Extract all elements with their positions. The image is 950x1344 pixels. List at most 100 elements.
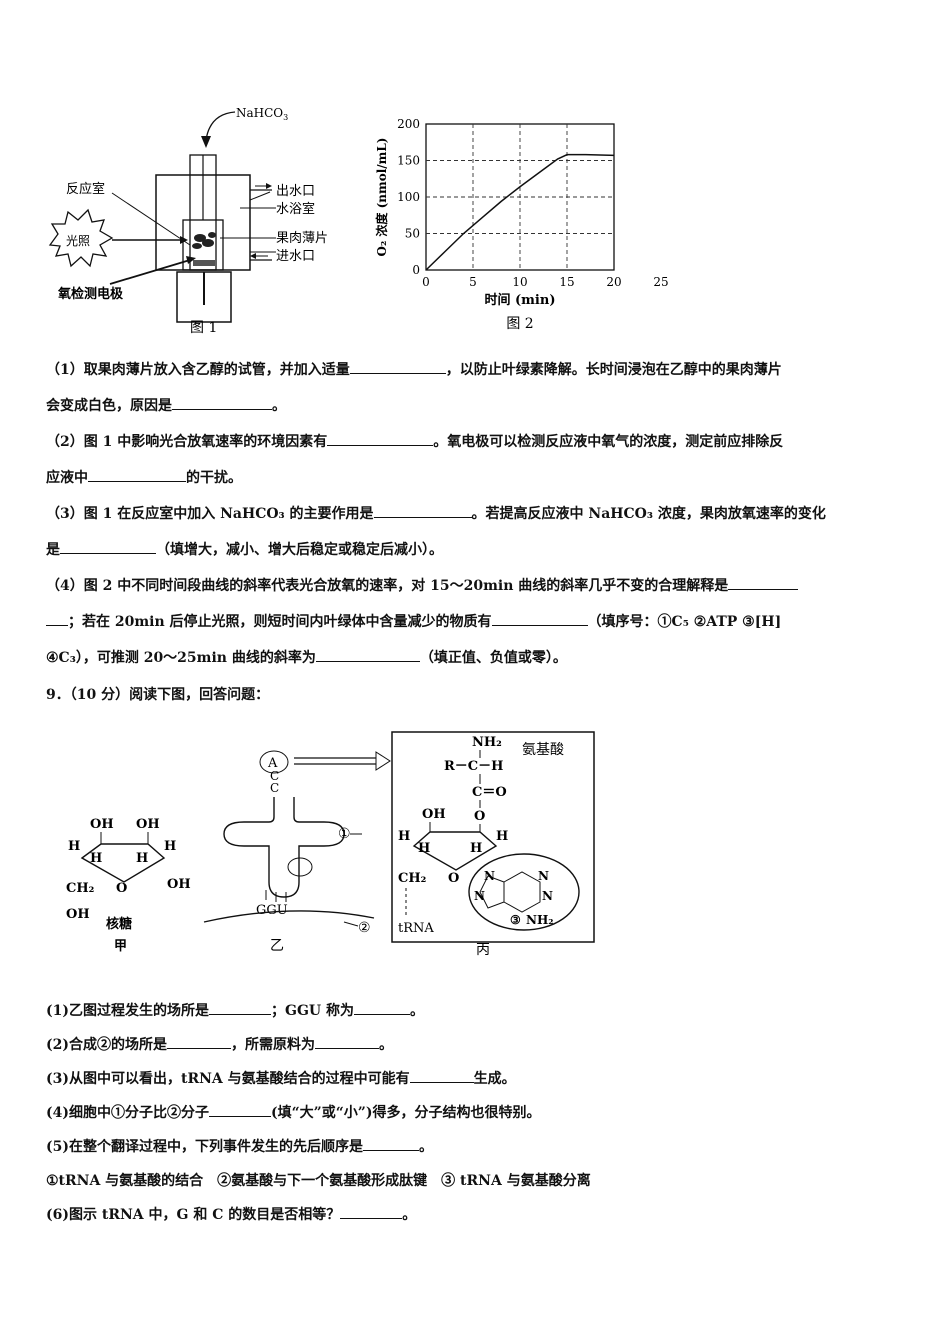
q8-p1-text-a: （1）取果肉薄片放入含乙醇的试管，并加入适量 bbox=[46, 362, 350, 378]
acc-c1: C bbox=[270, 769, 279, 783]
q9-l2-a: (2)合成②的场所是 bbox=[46, 1037, 167, 1053]
adenine-circle bbox=[468, 853, 580, 931]
light-burst-icon bbox=[48, 208, 114, 268]
svg-text:OH: OH bbox=[167, 877, 191, 892]
x-tick-label: 5 bbox=[469, 275, 477, 289]
q9-l7-a: (6)图示 tRNA 中，G 和 C 的数目是否相等？ bbox=[46, 1207, 341, 1223]
o2-series-line bbox=[425, 153, 615, 271]
figure-1: NaHCO3 bbox=[40, 100, 370, 340]
blank[interactable] bbox=[373, 503, 472, 518]
blank[interactable] bbox=[491, 611, 588, 626]
blank[interactable] bbox=[209, 1102, 271, 1117]
svg-text:O: O bbox=[474, 809, 485, 824]
amino-acid-label: 氨基酸 bbox=[522, 741, 564, 758]
svg-text:OH: OH bbox=[136, 817, 160, 832]
q9-l2: (2)合成②的场所是 ，所需原料为 。 bbox=[46, 1028, 906, 1062]
svg-text:H: H bbox=[90, 851, 102, 866]
q9-l4: (4)细胞中①分子比②分子(填“大”或“小”)得多，分子结构也很特别。 bbox=[46, 1096, 906, 1130]
x-axis-label: 时间 (min) bbox=[485, 292, 556, 308]
svg-text:CH₂: CH₂ bbox=[66, 881, 94, 896]
q8-p1-text-b: ，以防止叶绿素降解。长时间浸泡在乙醇中的果肉薄片 bbox=[445, 362, 782, 378]
jia-label: 甲 bbox=[114, 939, 127, 954]
ribose-structure: OH OH H H H H O CH₂ OH OH 核糖 甲 bbox=[66, 817, 191, 954]
svg-text:N: N bbox=[484, 869, 495, 883]
q9-l2-b: ，所需原料为 bbox=[231, 1037, 315, 1053]
q8-p2-text-d: 的干扰。 bbox=[186, 470, 242, 486]
inlet-label: 进水口 bbox=[276, 249, 315, 264]
blank[interactable] bbox=[88, 467, 186, 482]
blank[interactable] bbox=[315, 1034, 379, 1049]
figure-trna: OH OH H H H H O CH₂ OH OH 核糖 甲 A C C bbox=[44, 722, 604, 962]
blank[interactable] bbox=[349, 359, 446, 374]
svg-text:NH₂: NH₂ bbox=[526, 913, 554, 927]
q9-l7: (6)图示 tRNA 中，G 和 C 的数目是否相等？。 bbox=[46, 1198, 906, 1232]
blank[interactable] bbox=[167, 1034, 231, 1049]
trna-label: tRNA bbox=[398, 921, 434, 936]
q8-part1: （1）取果肉薄片放入含乙醇的试管，并加入适量 ，以防止叶绿素降解。长时间浸泡在乙醇… bbox=[46, 352, 906, 424]
pulp-slices-label: 果肉薄片 bbox=[276, 231, 328, 246]
svg-text:H: H bbox=[136, 851, 148, 866]
q9-l2-c: 。 bbox=[379, 1037, 393, 1053]
svg-text:N: N bbox=[474, 889, 485, 903]
svg-text:H: H bbox=[470, 841, 482, 856]
q8-p1-text-d: 。 bbox=[272, 398, 286, 414]
yi-label: 乙 bbox=[270, 938, 284, 954]
svg-text:O: O bbox=[116, 881, 127, 896]
acc-c2: C bbox=[270, 781, 279, 795]
electrode-label: 氧检测电极 bbox=[57, 286, 124, 302]
svg-text:OH: OH bbox=[90, 817, 114, 832]
blank[interactable] bbox=[409, 1068, 474, 1083]
q8-p4-text-d: ④C₃），可推测 20～25min 曲线的斜率为 bbox=[46, 650, 316, 666]
q8-p3-text-b: 。若提高反应液中 NaHCO₃ 浓度，果肉放氧速率的变化 bbox=[471, 506, 826, 522]
q8-p3-text-d: （填增大，减小、增大后稳定或稳定后减小）。 bbox=[156, 542, 443, 558]
blank[interactable] bbox=[209, 1000, 271, 1015]
svg-text:OH: OH bbox=[66, 907, 90, 922]
q8-p4-text-e: （填正值、负值或零）。 bbox=[419, 650, 567, 666]
trna-diagram: OH OH H H H H O CH₂ OH OH 核糖 甲 A C C bbox=[66, 731, 595, 958]
blank[interactable] bbox=[340, 1204, 403, 1219]
blank[interactable] bbox=[363, 1136, 419, 1151]
x-tick-label: 20 bbox=[606, 275, 621, 289]
q9-l5-a: (5)在整个翻译过程中，下列事件发生的先后顺序是 bbox=[46, 1139, 363, 1155]
y-tick-label: 0 bbox=[412, 263, 420, 277]
blank[interactable] bbox=[327, 431, 434, 446]
blank[interactable] bbox=[172, 395, 272, 410]
blank[interactable] bbox=[315, 647, 420, 662]
bing-box bbox=[391, 731, 595, 943]
svg-text:C＝O: C＝O bbox=[472, 785, 507, 800]
x-tick-label: 15 bbox=[559, 275, 574, 289]
water-bath-label: 水浴室 bbox=[276, 201, 315, 217]
svg-text:NH₂: NH₂ bbox=[472, 735, 502, 750]
svg-text:H: H bbox=[164, 839, 176, 854]
y-axis-label: O₂ 浓度 (nmol/mL) bbox=[374, 138, 389, 257]
mark-2: ② bbox=[358, 920, 371, 936]
q8-p2-text-a: （2）图 1 中影响光合放氧速率的环境因素有 bbox=[46, 434, 328, 450]
blank[interactable] bbox=[60, 539, 156, 554]
q9-l1: (1)乙图过程发生的场所是；GGU 称为。 bbox=[46, 994, 906, 1028]
x-tick-label: 25 bbox=[653, 275, 668, 289]
trna-cloverleaf: A C C GGU ① ② 乙 bbox=[203, 750, 375, 954]
acc-a: A bbox=[267, 756, 278, 771]
blank[interactable] bbox=[728, 575, 799, 590]
q8-p4-text-c: （填序号：①C₅ ②ATP ③[H] bbox=[587, 614, 782, 630]
blank[interactable] bbox=[46, 611, 68, 626]
y-tick-label: 150 bbox=[397, 154, 420, 168]
svg-text:OH: OH bbox=[422, 807, 446, 822]
figure-1-diagram: NaHCO3 bbox=[48, 106, 328, 336]
light-label: 光照 bbox=[66, 234, 90, 248]
q8-p4-text-a: （4）图 2 中不同时间段曲线的斜率代表光合放氧的速率，对 15～20min 曲… bbox=[46, 578, 729, 594]
svg-text:H: H bbox=[418, 841, 430, 856]
x-tick-label: 0 bbox=[422, 275, 430, 289]
q9-l3-b: 生成。 bbox=[473, 1071, 516, 1087]
q9-header: 9．（10 分）阅读下图，回答问题： bbox=[46, 687, 270, 703]
q9-l1-a: (1)乙图过程发生的场所是 bbox=[46, 1003, 209, 1019]
outlet-label: 出水口 bbox=[276, 184, 315, 199]
y-tick-label: 50 bbox=[405, 227, 420, 241]
q8-part4: （4）图 2 中不同时间段曲线的斜率代表光合放氧的速率，对 15～20min 曲… bbox=[46, 568, 906, 676]
reaction-chamber-label: 反应室 bbox=[66, 181, 105, 197]
q9-l1-c: 。 bbox=[410, 1003, 424, 1019]
blank[interactable] bbox=[354, 1000, 410, 1015]
aminoacyl-structure: NH₂ R－C－H C＝O O 氨基酸 OH H H H H CH₂ O tRN… bbox=[398, 735, 564, 936]
q9-l4-b: (填“大”或“小”)得多，分子结构也很特别。 bbox=[271, 1105, 541, 1121]
